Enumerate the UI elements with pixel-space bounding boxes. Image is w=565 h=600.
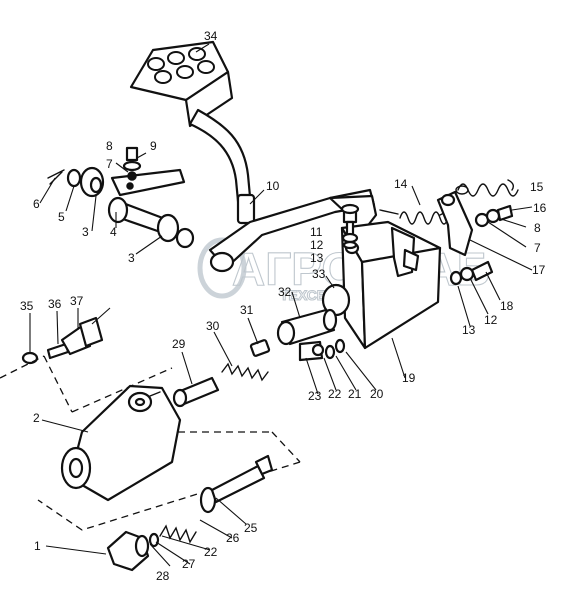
part-labels: 34 9 8 7 10 6 5 3 4 3 14 15 16 8 7 17 18… — [20, 29, 547, 583]
label-10: 10 — [266, 179, 280, 193]
label-26: 27 — [182, 557, 196, 571]
master-piston — [276, 308, 346, 362]
label-22a: 22 — [328, 387, 342, 401]
label-8b: 8 — [534, 221, 541, 235]
label-24: 25 — [244, 521, 258, 535]
pedal-lever — [208, 188, 378, 273]
label-1: 1 — [34, 539, 41, 553]
label-17: 17 — [532, 263, 546, 277]
label-30: 31 — [240, 303, 254, 317]
bracket-bolt — [340, 203, 360, 250]
master-cylinder-body — [60, 384, 182, 502]
actuator-rod — [199, 454, 274, 514]
label-3b: 3 — [128, 251, 135, 265]
label-28: 29 — [172, 337, 186, 351]
label-15: 15 — [530, 180, 544, 194]
label-12b: 12 — [484, 313, 498, 327]
label-5: 5 — [58, 210, 65, 224]
label-29: 30 — [206, 319, 220, 333]
label-7a: 7 — [106, 157, 113, 171]
bolt-18 — [449, 260, 494, 286]
label-4: 4 — [110, 225, 117, 239]
label-23: 23 — [308, 389, 322, 403]
label-13b: 13 — [462, 323, 476, 337]
pedal-arm — [188, 108, 256, 225]
label-34: 35 — [20, 299, 34, 313]
mounting-bracket — [340, 220, 442, 350]
bolt-16 — [474, 204, 514, 228]
return-spring-14 — [379, 190, 474, 257]
label-31: 32 — [278, 285, 292, 299]
label-35: 36 — [48, 297, 62, 311]
label-3a: 3 — [82, 225, 89, 239]
label-36: 37 — [70, 294, 84, 308]
leader-lines — [29, 43, 533, 567]
label-11: 11 — [310, 225, 323, 239]
pedal-pad — [129, 40, 234, 128]
label-22b: 22 — [204, 545, 218, 559]
label-19: 19 — [402, 371, 416, 385]
label-20: 20 — [370, 387, 384, 401]
return-spring-15 — [455, 179, 519, 197]
label-12a: 12 — [310, 238, 324, 252]
label-33: 34 — [204, 29, 218, 43]
label-6: 6 — [33, 197, 40, 211]
label-27: 28 — [156, 569, 170, 583]
section-line-upper — [0, 355, 173, 413]
label-14: 14 — [394, 177, 408, 191]
label-9: 9 — [150, 139, 157, 153]
label-25: 26 — [226, 531, 240, 545]
push-rod — [172, 376, 220, 408]
label-13a: 13 — [310, 251, 324, 265]
label-21: 21 — [348, 387, 362, 401]
drain-plug — [106, 524, 197, 572]
label-7b: 7 — [534, 241, 541, 255]
label-32: 33 — [312, 267, 326, 281]
label-16: 16 — [533, 201, 547, 215]
label-18: 18 — [500, 299, 514, 313]
label-2: 2 — [33, 411, 40, 425]
bleeder-fitting — [21, 316, 104, 365]
pedal-shaft — [47, 146, 195, 249]
label-8a: 8 — [106, 139, 113, 153]
